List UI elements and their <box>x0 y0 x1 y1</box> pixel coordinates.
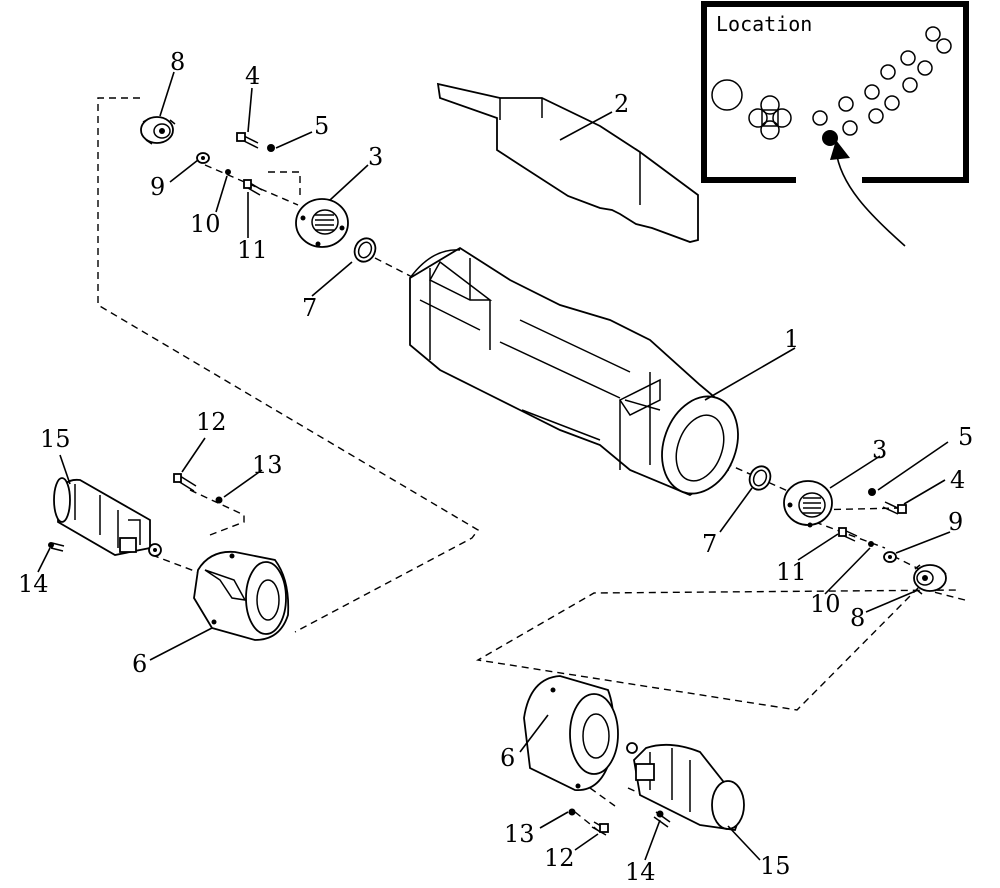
label-part-12-left: 12 <box>196 408 227 436</box>
location-arrow-curve <box>835 149 906 247</box>
part-15-motor-right <box>626 742 745 831</box>
part-13-nut-right <box>568 808 576 816</box>
part-14-screw-right <box>653 810 671 828</box>
label-part-9-upper: 9 <box>150 173 165 201</box>
label-part-14-right: 14 <box>625 858 656 886</box>
part-4-screw-right <box>882 501 907 515</box>
part-3-flange-right <box>783 480 833 528</box>
label-part-5-right: 5 <box>958 423 973 451</box>
part-12-screw-right <box>591 821 609 836</box>
part-15-motor-left <box>53 477 162 557</box>
part-5-nut-right <box>868 488 876 496</box>
location-button-grid <box>812 26 952 136</box>
part-3-flange-upper <box>295 198 349 248</box>
leader-lines <box>37 71 951 861</box>
label-part-3-upper: 3 <box>368 143 383 171</box>
location-inset-gap <box>796 168 862 184</box>
part-12-screw-left <box>173 473 197 492</box>
part-1-tube <box>409 246 739 497</box>
label-part-6-left: 6 <box>132 650 147 678</box>
part-7-oring-right <box>748 465 772 491</box>
label-part-11-upper: 11 <box>237 236 268 264</box>
part-9-washer-upper <box>196 152 210 164</box>
part-5-nut-upper <box>267 144 275 152</box>
part-9-washer-right <box>883 551 897 563</box>
location-title: Location <box>716 12 812 36</box>
part-6-housing-left <box>193 550 290 641</box>
label-part-10-right: 10 <box>810 590 841 618</box>
label-part-6-right: 6 <box>500 744 515 772</box>
label-part-8-right: 8 <box>850 604 865 632</box>
label-part-4-right: 4 <box>950 466 965 494</box>
dashed-axis-motor-left <box>151 554 206 576</box>
part-8-pulley-right <box>913 564 947 595</box>
dashed-bolt-guides-upper <box>247 171 301 195</box>
location-knob-large <box>711 79 743 111</box>
part-13-nut-left <box>215 496 223 504</box>
part-6-housing-right <box>523 675 619 791</box>
dashed-path-left <box>97 97 480 633</box>
part-10-lockwasher-right <box>868 541 874 547</box>
part-8-pulley-upper <box>140 116 176 145</box>
location-inset: Location <box>701 1 969 247</box>
label-part-15-left: 15 <box>40 425 71 453</box>
location-marker-dot <box>822 130 838 146</box>
dashed-axis-right-parts <box>809 507 926 573</box>
label-part-1: 1 <box>784 325 799 353</box>
label-part-12-right: 12 <box>544 844 575 872</box>
label-part-2: 2 <box>614 90 629 118</box>
label-part-4-upper: 4 <box>245 62 260 90</box>
part-7-oring-upper <box>353 237 377 263</box>
label-part-7-right: 7 <box>702 530 717 558</box>
part-11-screw-right <box>838 527 858 542</box>
label-part-5-upper: 5 <box>314 112 329 140</box>
label-part-13-right: 13 <box>504 820 535 848</box>
label-part-11-right: 11 <box>776 558 807 586</box>
dashed-bolt-guides-left <box>189 489 245 536</box>
part-11-screw-upper <box>243 179 263 196</box>
label-part-10-upper: 10 <box>190 210 221 238</box>
part-14-screw-left <box>48 542 65 552</box>
part-2-plate <box>436 82 699 243</box>
label-part-8-upper: 8 <box>170 48 185 76</box>
location-dpad <box>748 95 792 140</box>
location-arrow-head <box>830 140 850 160</box>
label-part-13-left: 13 <box>252 451 283 479</box>
part-4-screw-upper <box>236 132 259 149</box>
label-part-15-right: 15 <box>760 852 791 880</box>
part-10-lockwasher-upper <box>225 169 231 175</box>
label-part-3-right: 3 <box>872 436 887 464</box>
label-part-7-upper: 7 <box>302 294 317 322</box>
label-part-14-left: 14 <box>18 570 49 598</box>
label-part-9-right: 9 <box>948 508 963 536</box>
